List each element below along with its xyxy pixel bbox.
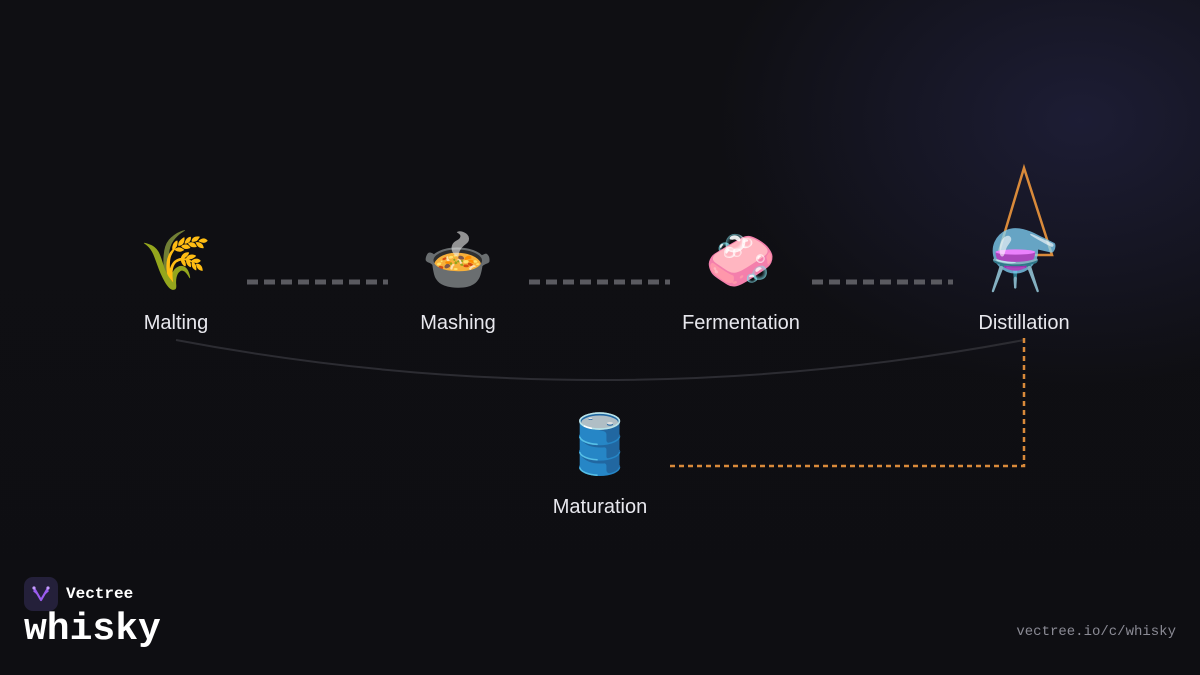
brand-name[interactable]: Vectree — [66, 585, 134, 603]
node-malting: 🌾 Malting — [96, 224, 256, 335]
node-mashing: 🍲 Mashing — [378, 224, 538, 335]
oil-drum-icon: 🛢️ — [563, 410, 637, 478]
node-label-distillation: Distillation — [978, 312, 1070, 334]
soap-bubbles-icon: 🧼 — [704, 226, 778, 294]
vectree-logo-icon[interactable] — [24, 577, 58, 611]
pot-of-food-icon: 🍲 — [421, 226, 495, 294]
node-label-mashing: Mashing — [420, 312, 496, 334]
alembic-icon: ⚗️ — [987, 226, 1061, 294]
page-title: whisky — [24, 608, 161, 651]
node-distillation: ⚗️ Distillation — [944, 224, 1104, 335]
back-arc — [175, 339, 1025, 381]
edge-distillation-maturation — [670, 338, 1026, 468]
wheat-icon: 🌾 — [139, 226, 213, 294]
highlight-triangle — [996, 163, 1054, 257]
brand-block: Vectree — [24, 577, 133, 611]
source-url[interactable]: vectree.io/c/whisky — [1016, 624, 1176, 640]
node-fermentation: 🧼 Fermentation — [661, 224, 821, 335]
node-label-malting: Malting — [143, 312, 209, 334]
node-maturation: 🛢️ Maturation — [520, 408, 680, 519]
node-label-fermentation: Fermentation — [682, 312, 800, 334]
node-label-maturation: Maturation — [552, 496, 648, 518]
